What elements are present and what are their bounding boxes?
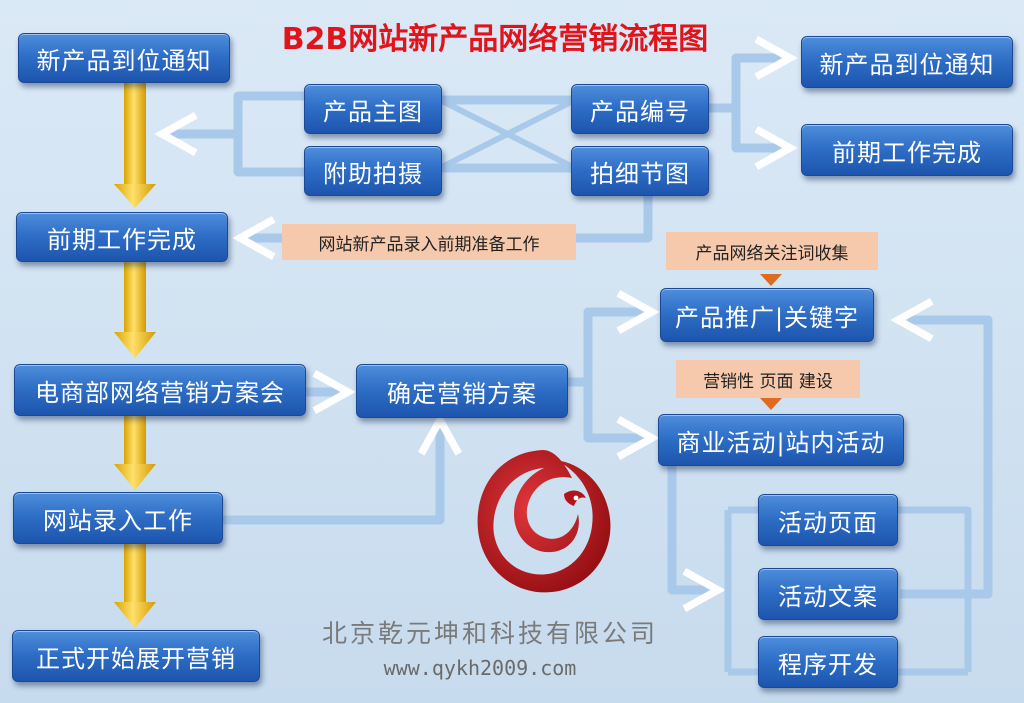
connector-prep-bracket — [233, 91, 305, 177]
page-title: B2B网站新产品网络营销流程图 — [281, 22, 709, 57]
gold-arrow-1 — [114, 82, 156, 208]
step-product-main-image: 产品主图 — [304, 84, 442, 134]
step-activity-copy: 活动文案 — [758, 568, 898, 620]
connector-plan-to-activities — [583, 382, 652, 438]
step-product-number: 产品编号 — [571, 84, 709, 134]
note-pointer-keyword — [760, 274, 782, 286]
blue-connectors — [162, 58, 993, 676]
step-product-promotion: 产品推广|关键字 — [660, 288, 874, 342]
gold-arrow-3 — [114, 414, 156, 490]
note-prep-work: 网站新产品录入前期准备工作 — [282, 224, 576, 260]
step-program-dev: 程序开发 — [758, 636, 898, 688]
step-activity-page: 活动页面 — [758, 494, 898, 546]
connector-loop-to-promotion — [898, 320, 993, 599]
step-business-activities: 商业活动|站内活动 — [658, 414, 904, 466]
connector-cross-2 — [438, 97, 577, 171]
step-prep-complete: 前期工作完成 — [16, 212, 228, 262]
connector-entry-to-plan — [222, 420, 440, 525]
gold-arrow-4 — [114, 544, 156, 628]
note-pointer-page — [760, 398, 782, 410]
step-website-entry: 网站录入工作 — [13, 492, 223, 544]
company-name: 北京乾元坤和科技有限公司 — [321, 619, 658, 648]
connector-right-bracket — [708, 58, 790, 113]
connector-activities-down — [667, 466, 718, 590]
gold-flow-arrows — [114, 82, 156, 628]
company-website: www.qykh2009.com — [383, 656, 577, 680]
connector-right-bracket-lower — [731, 108, 790, 148]
connector-plan-bracket — [568, 312, 652, 387]
step-start-marketing: 正式开始展开营销 — [12, 630, 260, 682]
step-auxiliary-shooting: 附助拍摄 — [304, 146, 442, 196]
step-new-product-notice-right: 新产品到位通知 — [801, 36, 1013, 88]
note-keyword-collection: 产品网络关注词收集 — [666, 232, 878, 270]
step-prep-complete-right: 前期工作完成 — [801, 124, 1013, 176]
gold-arrow-2 — [114, 262, 156, 358]
note-marketing-page: 营销性 页面 建设 — [676, 360, 860, 398]
step-new-product-notice: 新产品到位通知 — [18, 33, 230, 83]
step-detail-image: 拍细节图 — [571, 146, 709, 196]
step-marketing-plan: 确定营销方案 — [356, 364, 568, 418]
step-marketing-meeting: 电商部网络营销方案会 — [14, 364, 306, 416]
dragon-logo — [477, 450, 611, 593]
